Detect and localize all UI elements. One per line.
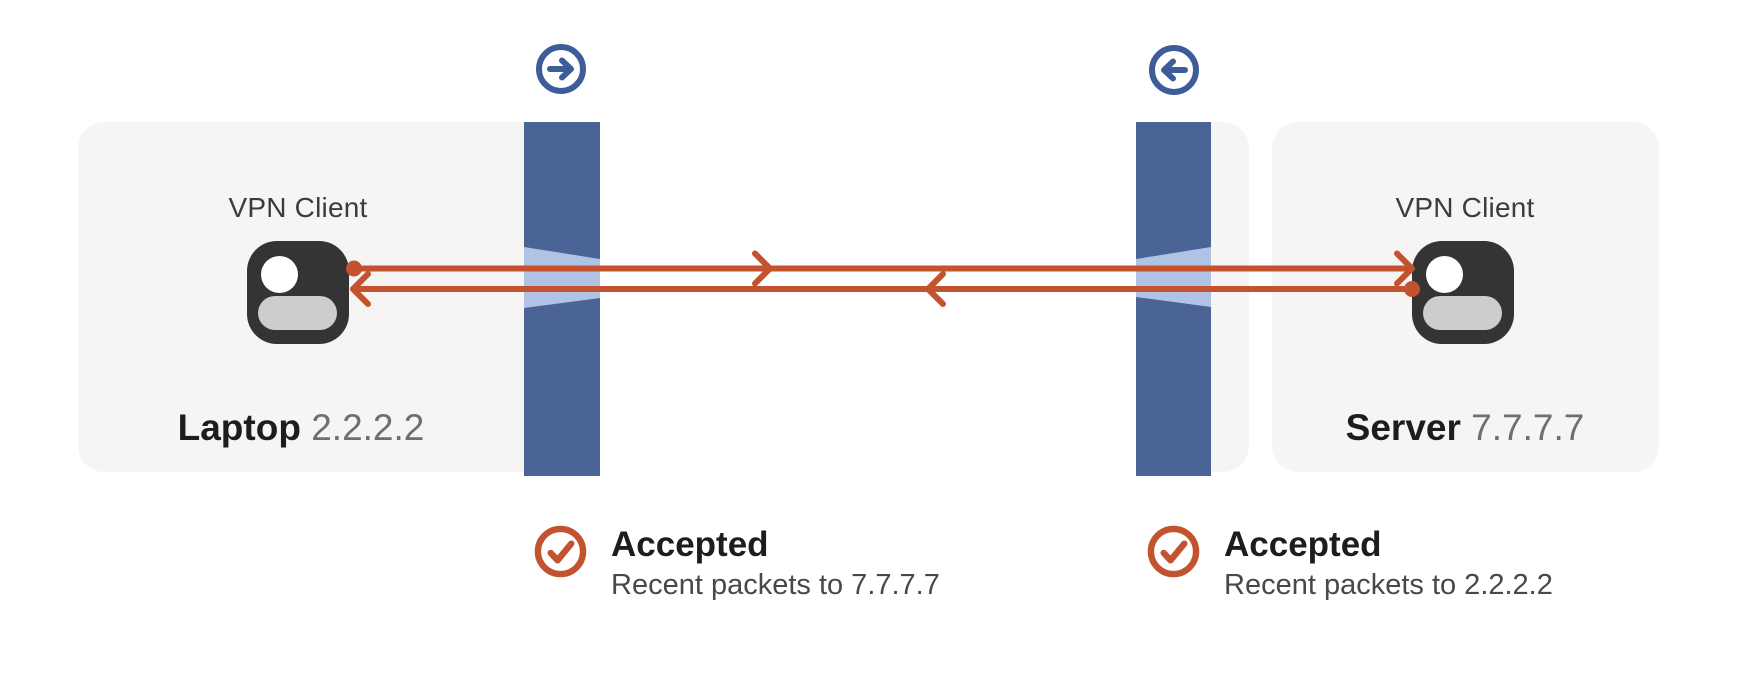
laptop-name: Laptop [177, 407, 301, 448]
laptop-ip: 2.2.2.2 [311, 407, 425, 448]
server-name: Server [1345, 407, 1461, 448]
right-firewall-bar [1136, 122, 1211, 476]
avatar-body [1423, 296, 1502, 330]
avatar-head [261, 256, 298, 293]
right-role-label: VPN Client [1395, 192, 1535, 223]
return-mid-arrowhead [925, 271, 946, 307]
arrow-right-circle-icon [533, 41, 589, 97]
server-ip: 7.7.7.7 [1471, 407, 1585, 448]
left-status-title: Accepted [611, 525, 769, 564]
left-status-subtitle: Recent packets to 7.7.7.7 [611, 569, 940, 601]
check-circle-icon [534, 525, 587, 578]
laptop-vpn-client-icon [247, 241, 349, 344]
check-circle-icon [1147, 525, 1200, 578]
right-firewall-opening [1136, 247, 1211, 307]
left-role-label: VPN Client [228, 192, 368, 223]
avatar-body [258, 296, 337, 330]
left-firewall-opening [524, 247, 600, 308]
right-status-subtitle: Recent packets to 2.2.2.2 [1224, 569, 1553, 601]
right-status-title: Accepted [1224, 525, 1382, 564]
left-firewall-bar [524, 122, 600, 476]
arrow-left-circle-icon [1146, 42, 1202, 98]
server-host-label: Server 7.7.7.7 [1245, 407, 1685, 449]
outbound-mid-arrowhead [752, 250, 773, 287]
avatar-head [1426, 256, 1463, 293]
laptop-host-label: Laptop 2.2.2.2 [81, 407, 521, 449]
server-vpn-client-icon [1412, 241, 1514, 344]
